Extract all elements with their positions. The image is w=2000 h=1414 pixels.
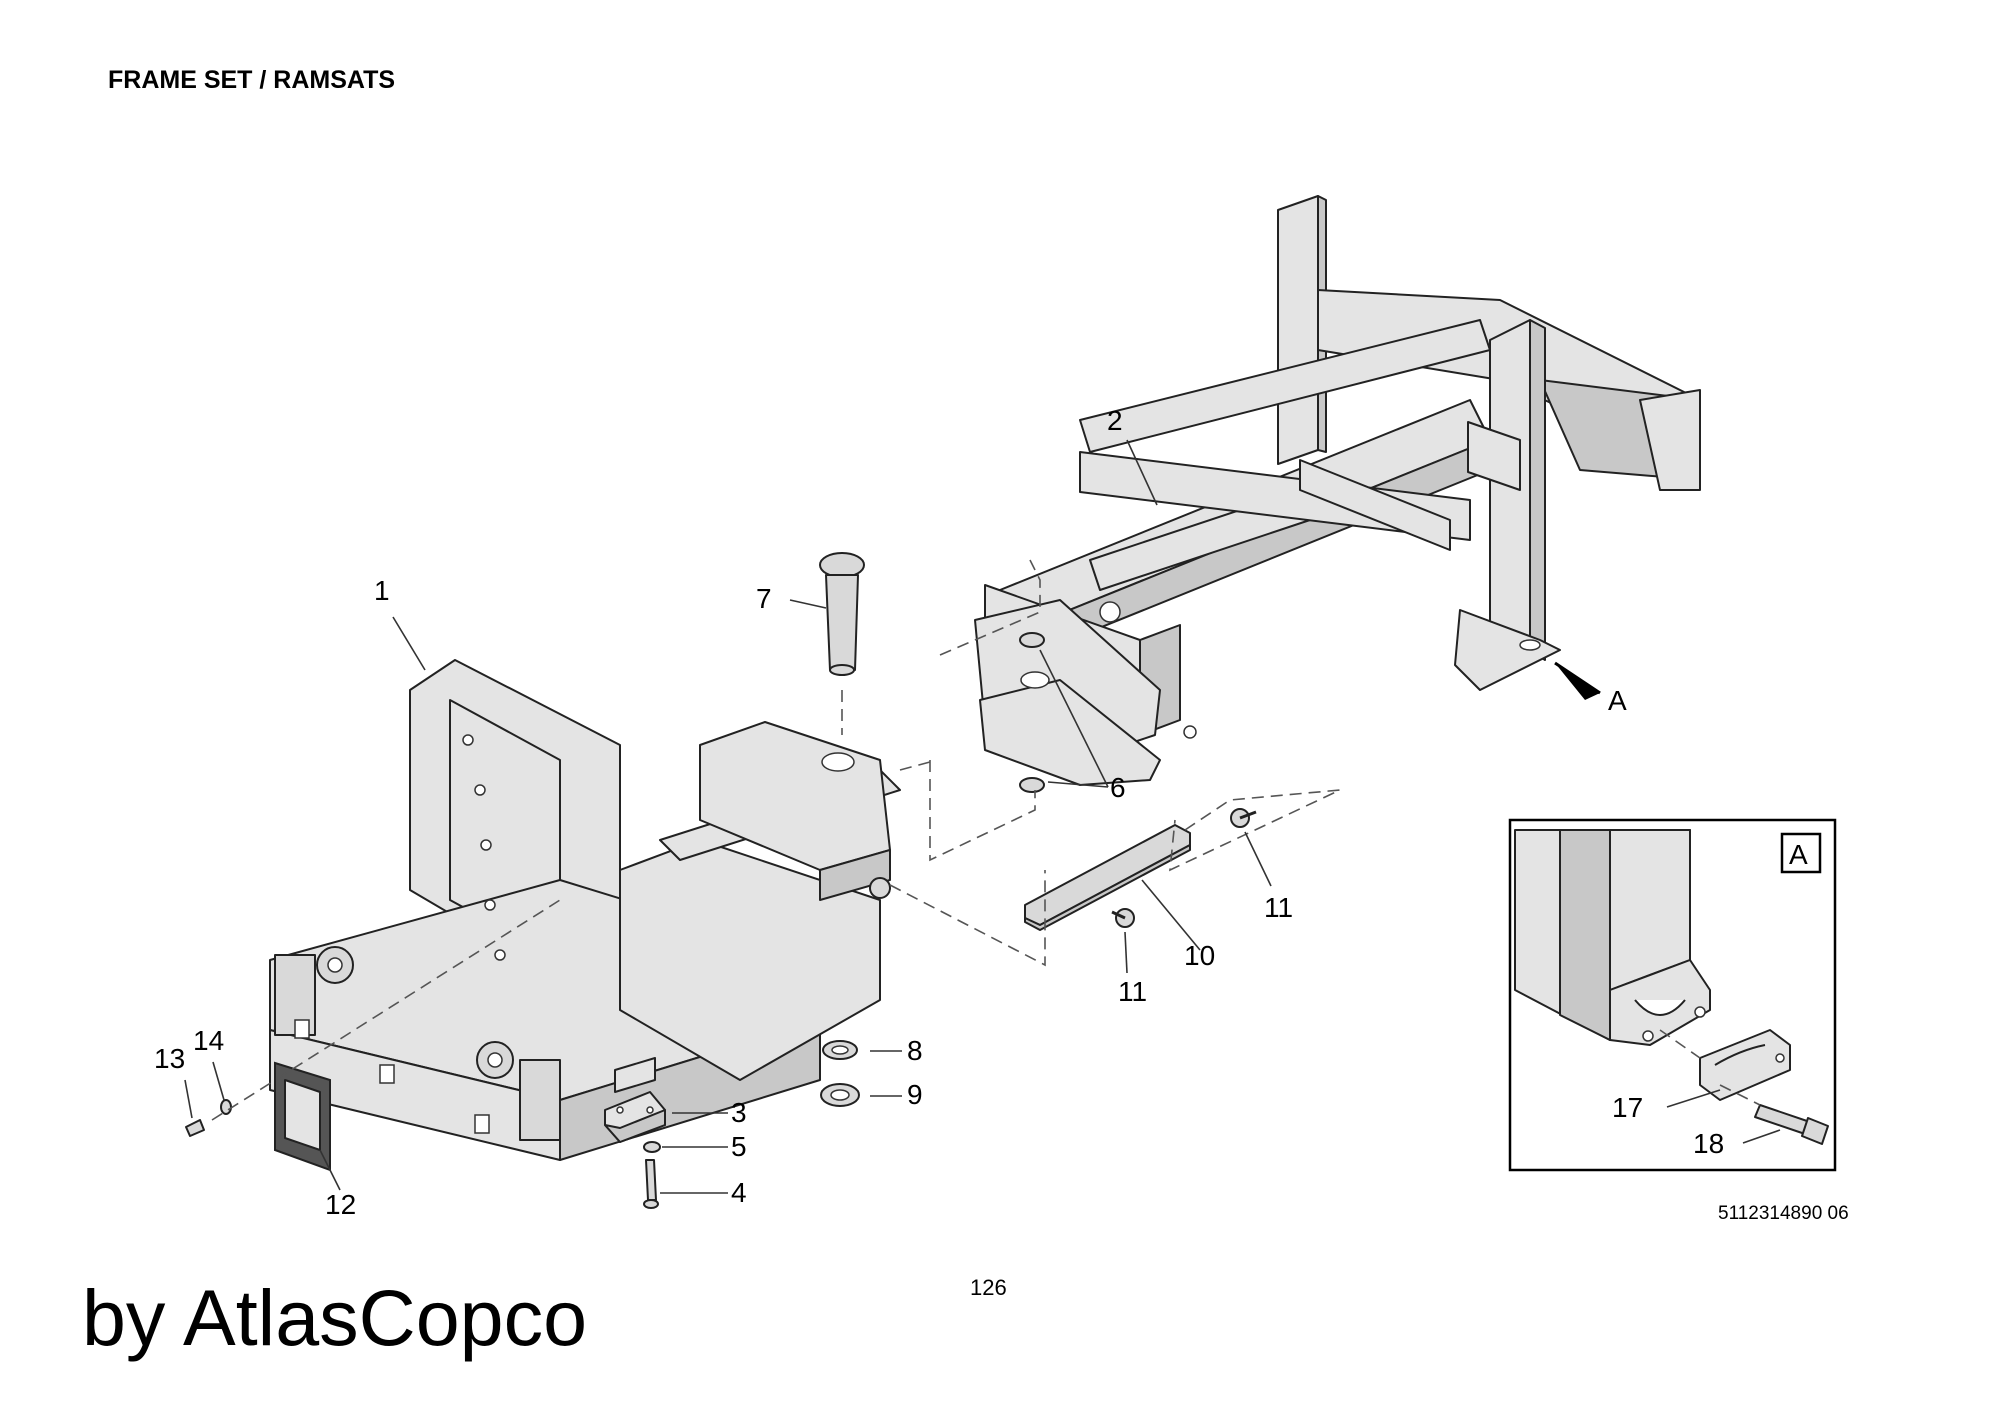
callout-7: 7 — [756, 583, 772, 614]
leader-lines — [184, 439, 1272, 1194]
bolt-part-4 — [643, 1159, 659, 1209]
pin-part-7 — [819, 552, 865, 676]
callout-8: 8 — [907, 1035, 923, 1066]
callout-9: 9 — [907, 1079, 923, 1110]
brand-text: by AtlasCopco — [82, 1273, 588, 1362]
link-bar-part-10 — [1024, 824, 1191, 931]
rubber-buffer-part-6 — [1019, 632, 1045, 793]
page-number: 126 — [970, 1275, 1007, 1300]
callout-5: 5 — [731, 1131, 747, 1162]
callout-view-a: A — [1608, 685, 1627, 716]
callout-4: 4 — [731, 1177, 747, 1208]
drawing-number: 5112314890 06 — [1718, 1203, 1849, 1224]
callout-3: 3 — [731, 1097, 747, 1128]
callout-11: 11 — [1264, 892, 1293, 923]
assembly-lines — [211, 559, 1341, 1121]
page-title: FRAME SET / RAMSATS — [108, 66, 396, 94]
callout-12: 12 — [325, 1189, 356, 1220]
bolt-part-11 — [1111, 808, 1257, 928]
callout-14: 14 — [193, 1025, 224, 1056]
washer-part-14 — [220, 1099, 232, 1115]
callout-2: 2 — [1107, 405, 1123, 436]
detail-label-a: A — [1789, 839, 1808, 870]
screw-part-13 — [185, 1119, 205, 1137]
callout-1: 1 — [374, 575, 390, 606]
callout-17: 17 — [1612, 1092, 1643, 1123]
callout-11: 11 — [1118, 976, 1147, 1007]
front-frame-part-1 — [269, 659, 901, 1161]
rear-frame-part-2 — [974, 195, 1701, 792]
washer-part-9 — [820, 1083, 860, 1107]
washer-part-5 — [643, 1141, 661, 1153]
bracket-part-12 — [274, 1061, 331, 1172]
washer-part-8 — [822, 1040, 858, 1060]
plate-part-3 — [604, 1091, 666, 1143]
callout-18: 18 — [1693, 1128, 1724, 1159]
view-arrow-a — [1554, 661, 1601, 700]
callout-10: 10 — [1184, 940, 1215, 971]
callout-6: 6 — [1110, 772, 1126, 803]
detail-view-a: A 17 18 — [1508, 818, 1837, 1172]
callout-13: 13 — [154, 1043, 185, 1074]
